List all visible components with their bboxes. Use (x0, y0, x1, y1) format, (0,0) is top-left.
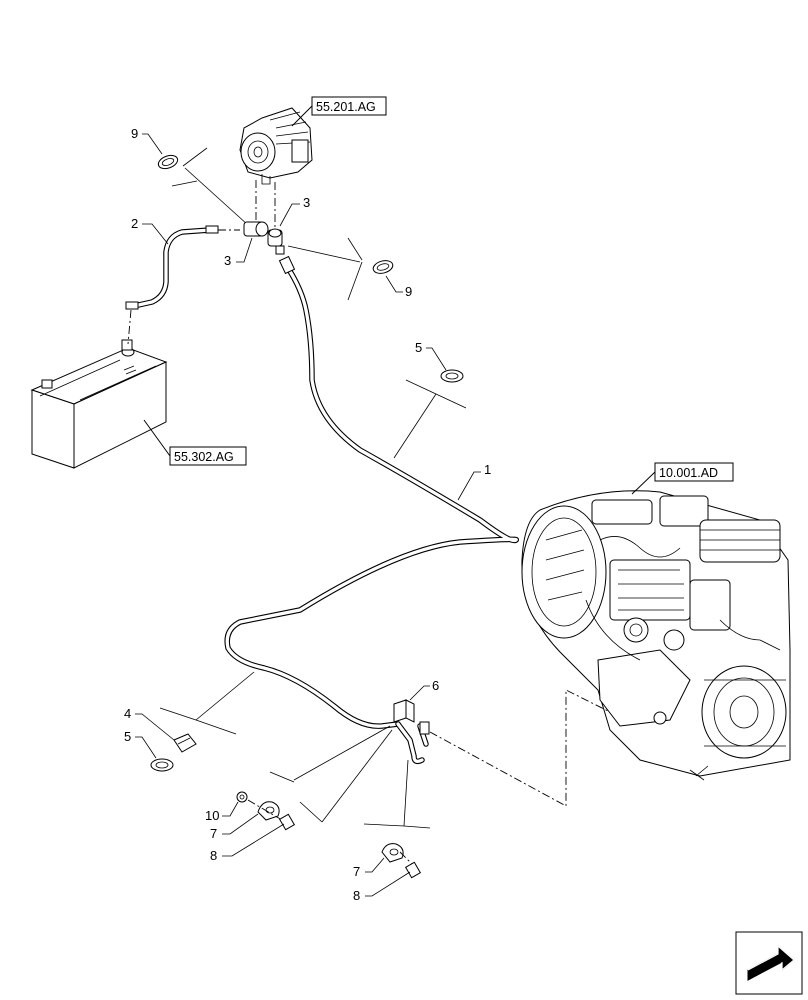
callout-1: 1 (484, 462, 491, 477)
engine (521, 490, 791, 781)
clip-6 (393, 699, 415, 723)
alternator-reference[interactable]: 55.201.AG (311, 96, 387, 116)
callout-4: 4 (124, 706, 131, 721)
callout-9-right: 9 (405, 284, 412, 299)
next-page-arrow-icon[interactable] (735, 931, 803, 995)
battery (30, 339, 168, 469)
callout-8-left: 8 (210, 848, 217, 863)
callout-3-left: 3 (224, 253, 231, 268)
alternator-reference-label: 55.201.AG (316, 100, 376, 114)
callout-7-left: 7 (210, 826, 217, 841)
callout-9-upper: 9 (131, 126, 138, 141)
clip-5-upper (440, 369, 464, 383)
callout-5-lower: 5 (124, 729, 131, 744)
callout-2: 2 (131, 216, 138, 231)
terminal-3-right (267, 228, 285, 255)
clamp-7-right (381, 843, 404, 863)
callout-7-right: 7 (353, 864, 360, 879)
clip-4 (173, 733, 197, 753)
engine-reference-label: 10.001.AD (659, 466, 718, 480)
callout-5-upper: 5 (415, 340, 422, 355)
alternator (239, 107, 313, 185)
clip-9-upper (157, 154, 179, 170)
callout-10: 10 (205, 808, 219, 823)
callout-6: 6 (432, 678, 439, 693)
terminal-3-left (243, 221, 269, 237)
clip-5-lower (150, 758, 174, 772)
cable-2 (125, 225, 219, 310)
bolt-8-left (278, 813, 296, 831)
bolt-8-right (404, 861, 422, 879)
cable-1 (224, 255, 519, 765)
clamp-7-left (257, 801, 280, 821)
battery-reference[interactable]: 55.302.AG (169, 446, 247, 466)
nut-10 (236, 791, 248, 803)
engine-reference[interactable]: 10.001.AD (654, 462, 734, 482)
battery-reference-label: 55.302.AG (174, 450, 234, 464)
callout-3-right: 3 (303, 195, 310, 210)
clip-9-right (372, 260, 394, 274)
callout-8-right: 8 (353, 888, 360, 903)
